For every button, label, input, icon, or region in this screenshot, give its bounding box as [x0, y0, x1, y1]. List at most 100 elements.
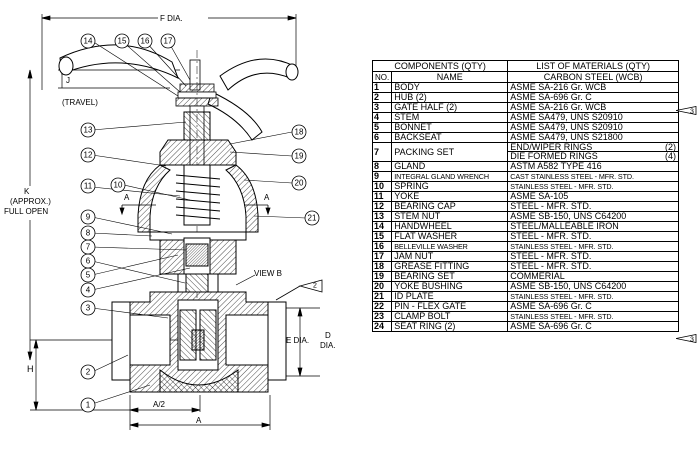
callout-16-text: 16	[141, 37, 150, 46]
callout-21-text: 21	[308, 214, 317, 223]
callout-numbers: 1 2 3 4 5 6 7 8 9 10 11 12 13 14 15 16 1…	[84, 37, 317, 410]
callout-12-text: 12	[84, 151, 93, 160]
callout-21	[304, 210, 320, 226]
a-label: A	[196, 416, 202, 425]
travel-label: (TRAVEL)	[62, 98, 98, 107]
callout-19-text: 19	[295, 152, 304, 161]
callout-10-text: 10	[114, 181, 123, 190]
bom-header-row: COMPONENTS (QTY) LIST OF MATERIALS (QTY)	[371, 60, 679, 72]
callout-9-text: 9	[86, 213, 91, 222]
approx-label: (APPROX.)	[10, 197, 51, 206]
callout-15	[114, 33, 130, 49]
section-arrows	[119, 204, 271, 216]
section-a-right: A	[264, 193, 270, 202]
callout-4-text: 4	[86, 286, 91, 295]
bom-subheader-row: NO. NAME CARBON STEEL (WCB)	[371, 71, 679, 83]
callout-20	[291, 175, 307, 191]
callout-16	[137, 33, 153, 49]
callout-4	[80, 282, 96, 298]
a-half-label: A/2	[153, 400, 166, 409]
d-label: D	[325, 331, 331, 340]
callout-3-text: 3	[86, 304, 91, 313]
callout-5-text: 5	[86, 271, 91, 280]
d-dia-label: DIA.	[320, 341, 336, 350]
callout-8	[80, 225, 96, 241]
yoke	[137, 111, 259, 233]
callout-1	[80, 397, 96, 413]
callout-13-text: 13	[84, 126, 93, 135]
section-a-left: A	[124, 193, 130, 202]
header-materials: LIST OF MATERIALS (QTY)	[507, 60, 679, 72]
callout-8-text: 8	[86, 229, 91, 238]
dimension-a	[129, 395, 271, 430]
packing-set-materials: END/WIPER RINGS(2) DIE FORMED RINGS(4)	[507, 142, 679, 162]
valve-section-drawing: F DIA. J (TRAVEL) K (APPROX.) FULL OPEN …	[4, 12, 336, 430]
callout-6-text: 6	[86, 257, 91, 266]
svg-text:3: 3	[690, 109, 694, 116]
callout-19	[291, 148, 307, 164]
weld-flag-row-3: 3	[676, 106, 697, 116]
callout-18	[291, 124, 307, 140]
weld-flag	[275, 279, 323, 301]
callout-balloons	[80, 33, 320, 413]
callout-1-text: 1	[86, 401, 91, 410]
bill-of-materials-table: COMPONENTS (QTY) LIST OF MATERIALS (QTY)…	[371, 60, 679, 332]
callout-2	[80, 364, 96, 380]
callout-3	[80, 300, 96, 316]
view-b-label: VIEW B	[254, 269, 282, 278]
weld-flag-row-22: 3	[676, 334, 697, 344]
table-row: 7 PACKING SET END/WIPER RINGS(2) DIE FOR…	[371, 142, 679, 162]
svg-text:3: 3	[690, 337, 694, 344]
full-open-label: FULL OPEN	[4, 207, 48, 216]
callout-17	[160, 33, 176, 49]
e-dia-label: E DIA.	[286, 336, 309, 345]
callout-12	[80, 147, 96, 163]
callout-17-text: 17	[164, 37, 173, 46]
k-label: K	[24, 187, 30, 196]
callout-13	[80, 122, 96, 138]
callout-9	[80, 209, 96, 225]
callout-11	[80, 178, 96, 194]
callout-7-text: 7	[86, 243, 91, 252]
valve-svg: F DIA. J (TRAVEL) K (APPROX.) FULL OPEN …	[4, 12, 336, 430]
callout-15-text: 15	[118, 37, 127, 46]
f-dia-label: F DIA.	[160, 14, 183, 23]
bonnet	[149, 231, 247, 293]
subheader-no: NO.	[371, 71, 393, 83]
callout-18-text: 18	[295, 128, 304, 137]
callout-10	[110, 177, 126, 193]
j-label: J	[66, 76, 70, 85]
callout-11-text: 11	[84, 182, 93, 191]
header-components: COMPONENTS (QTY)	[371, 60, 509, 72]
weld-flag-number: 2	[313, 283, 317, 290]
callout-20-text: 20	[295, 179, 304, 188]
valve-body	[111, 291, 287, 393]
callout-14	[80, 33, 96, 49]
callout-2-text: 2	[86, 368, 91, 377]
subheader-material: CARBON STEEL (WCB)	[507, 71, 679, 83]
leader-lines	[91, 40, 307, 405]
subheader-name: NAME	[391, 71, 509, 83]
